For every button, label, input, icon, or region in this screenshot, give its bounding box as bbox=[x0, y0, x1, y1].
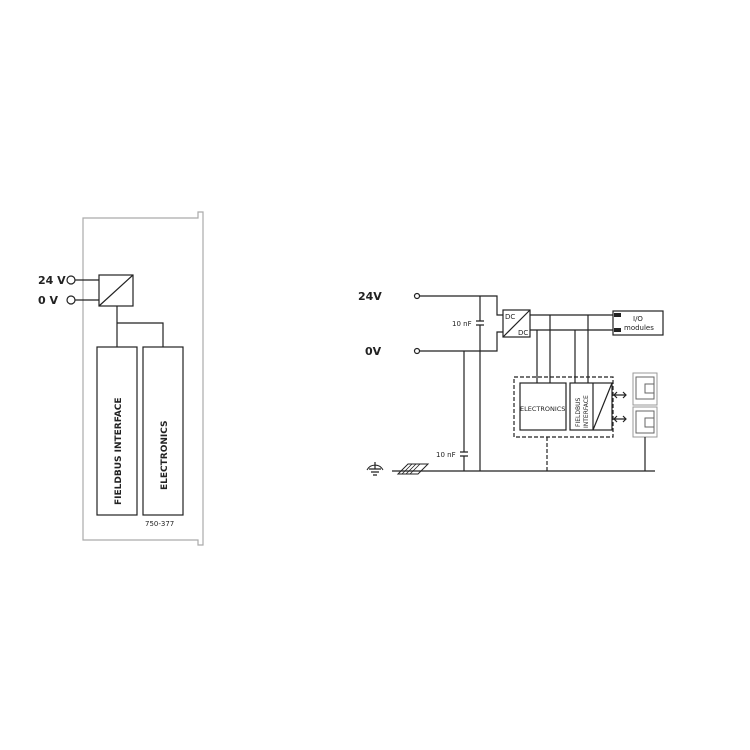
fieldbus-isolation-icon bbox=[592, 382, 613, 431]
io-modules-label-2: modules bbox=[624, 324, 654, 332]
fieldbus-interface-block bbox=[569, 382, 613, 431]
fieldbus-connector-icon bbox=[632, 372, 658, 438]
module-housing bbox=[82, 211, 204, 546]
terminal-0v-label: 0V bbox=[365, 345, 382, 358]
dc-bus-wires bbox=[530, 314, 613, 383]
capacitor-bottom-icon bbox=[460, 351, 468, 471]
electronics-block bbox=[519, 382, 567, 431]
supply-wires bbox=[75, 279, 99, 301]
dc-dc-converter-box bbox=[502, 309, 531, 338]
io-connector-icon bbox=[614, 313, 621, 317]
fieldbus-label-1: FIELDBUS bbox=[575, 398, 582, 427]
capacitor-top-label: 10 nF bbox=[452, 320, 472, 328]
din-rail-icon bbox=[396, 463, 430, 475]
converter-top-label: DC bbox=[505, 313, 515, 321]
electronics-label: ELECTRONICS bbox=[160, 421, 170, 491]
fieldbus-interface-label: FIELDBUS INTERFACE bbox=[114, 397, 124, 505]
converter-diagonal bbox=[502, 309, 531, 338]
capacitor-top-icon bbox=[476, 296, 484, 471]
capacitor-bottom-label: 10 nF bbox=[436, 451, 456, 459]
part-number: 750-377 bbox=[145, 520, 174, 528]
terminal-0v-icon bbox=[66, 295, 76, 305]
fieldbus-label-2: INTERFACE bbox=[583, 395, 590, 428]
terminal-24v-icon bbox=[66, 275, 76, 285]
terminal-24v-label: 24V bbox=[358, 290, 382, 303]
io-connector-icon bbox=[614, 328, 621, 332]
terminal-0v-label: 0 V bbox=[38, 294, 58, 307]
converter-diagonal bbox=[98, 274, 134, 307]
terminal-24v-label: 24 V bbox=[38, 274, 66, 287]
controller-enclosure bbox=[513, 376, 614, 438]
supply-wires bbox=[420, 295, 503, 352]
fieldbus-interface-block bbox=[96, 346, 138, 516]
terminal-0v-icon bbox=[413, 347, 421, 355]
data-exchange-arrows-icon bbox=[613, 391, 627, 423]
electronics-block bbox=[142, 346, 184, 516]
terminal-24v-icon bbox=[413, 292, 421, 300]
io-modules-box bbox=[612, 310, 664, 336]
electronics-label: ELECTRONICS bbox=[520, 405, 565, 413]
converter-bottom-label: DC bbox=[518, 329, 528, 337]
right-circuit-diagram: 24V 0V 10 nF 10 nF DC DC I/O modules ELE… bbox=[358, 290, 664, 476]
protective-earth-icon bbox=[366, 462, 384, 476]
io-modules-label-1: I/O bbox=[633, 315, 643, 323]
left-module-diagram: 24 V 0 V FIELDBUS INTERFACE ELECTRONICS … bbox=[38, 211, 204, 546]
internal-bus-wires bbox=[116, 306, 164, 347]
converter-box bbox=[98, 274, 134, 307]
